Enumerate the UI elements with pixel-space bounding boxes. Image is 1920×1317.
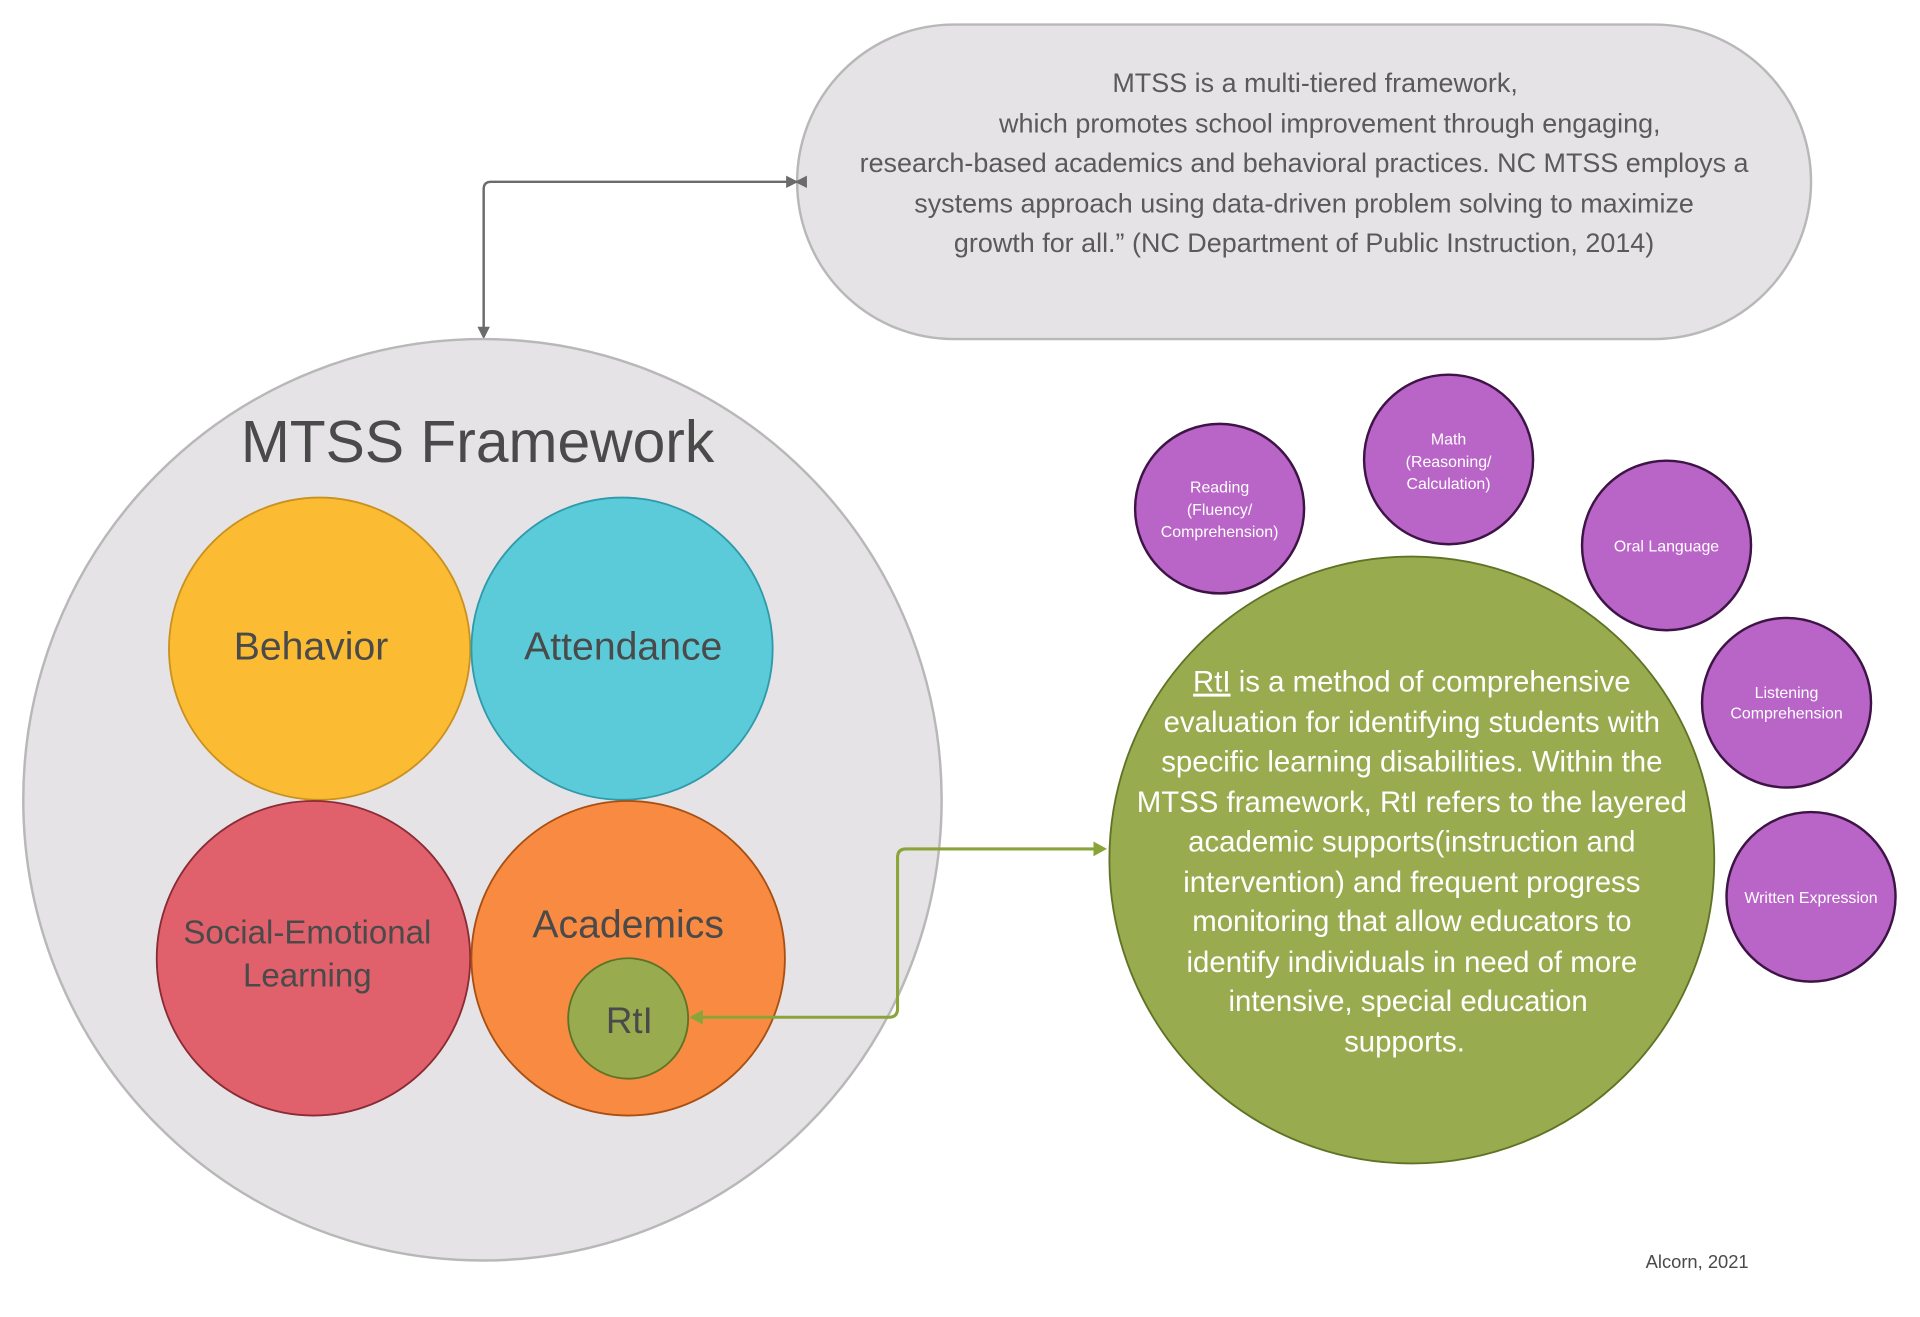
academic-areas: Reading (Fluency/ Comprehension) Math (R…	[1133, 373, 1897, 983]
reading-label: Reading	[1190, 480, 1249, 497]
rti-connector-arrow	[697, 847, 1098, 1019]
framework-title: MTSS Framework	[241, 410, 715, 475]
math-circle[interactable]	[1362, 373, 1535, 546]
quote-callout: MTSS is a multi-tiered framework, which …	[795, 23, 1813, 341]
mtss-framework: MTSS Framework Behavior Attendance Socia…	[22, 337, 943, 1262]
sel-circle[interactable]	[155, 800, 472, 1117]
arrow-head-icon	[689, 1009, 703, 1025]
rti-detail-line: evaluation for identifying students with	[1164, 706, 1660, 739]
quote-line: growth for all.” (NC Department of Publi…	[954, 228, 1654, 258]
reading-label: Comprehension)	[1161, 524, 1279, 541]
academics-label: Academics	[532, 902, 724, 946]
behavior-circle[interactable]	[168, 496, 472, 801]
listening-circle[interactable]	[1700, 616, 1873, 789]
quote-connector-arrow	[477, 175, 807, 340]
rti-detail-line: academic supports(instruction and	[1188, 825, 1635, 858]
credit-footer: Alcorn, 2021	[1646, 1251, 1749, 1272]
rti-small-circle[interactable]	[567, 957, 690, 1080]
rti-detail-line: monitoring that allow educators to	[1192, 905, 1631, 938]
framework-circle	[22, 337, 943, 1262]
arrow-head-icon	[477, 326, 490, 340]
rti-detail-line: RtI is a method of comprehensive	[1193, 666, 1631, 699]
written-expression-circle[interactable]	[1725, 810, 1897, 983]
rti-detail-line: specific learning disabilities. Within t…	[1161, 745, 1662, 778]
sel-label-line1: Social-Emotional	[183, 914, 431, 951]
rti-detail: RtI is a method of comprehensive evaluat…	[1108, 555, 1716, 1165]
rti-detail-line: identify individuals in need of more	[1187, 946, 1638, 979]
math-label: Math	[1431, 432, 1466, 449]
arrow-head-icon	[1093, 841, 1107, 857]
written-expression-label: Written Expression	[1744, 890, 1877, 907]
rti-detail-line: supports.	[1344, 1026, 1465, 1059]
reading-circle[interactable]	[1133, 422, 1306, 595]
attendance-circle[interactable]	[470, 496, 774, 801]
rti-detail-line: MTSS framework, RtI refers to the layere…	[1137, 786, 1687, 819]
quote-line: MTSS is a multi-tiered framework,	[1112, 68, 1517, 98]
quote-line: research-based academics and behavioral …	[860, 148, 1749, 178]
quote-line: systems approach using data-driven probl…	[914, 188, 1694, 218]
rti-detail-line: intensive, special education	[1229, 985, 1588, 1018]
rti-small-label: RtI	[606, 1000, 653, 1041]
behavior-label: Behavior	[234, 625, 389, 669]
rti-term: RtI	[1193, 666, 1231, 699]
attendance-label: Attendance	[524, 625, 722, 669]
math-label: Calculation)	[1407, 476, 1491, 493]
listening-label: Listening	[1755, 685, 1819, 702]
quote-line: which promotes school improvement throug…	[998, 109, 1661, 139]
listening-label: Comprehension	[1730, 706, 1842, 723]
oral-language-label: Oral Language	[1614, 539, 1719, 556]
reading-label: (Fluency/	[1187, 502, 1253, 519]
sel-label-line2: Learning	[243, 957, 372, 994]
rti-detail-line: intervention) and frequent progress	[1183, 866, 1640, 899]
rti-detail-circle	[1108, 555, 1716, 1165]
arrow-head-icon	[786, 175, 799, 188]
oral-language-circle[interactable]	[1580, 459, 1753, 632]
math-label: (Reasoning/	[1406, 454, 1492, 471]
